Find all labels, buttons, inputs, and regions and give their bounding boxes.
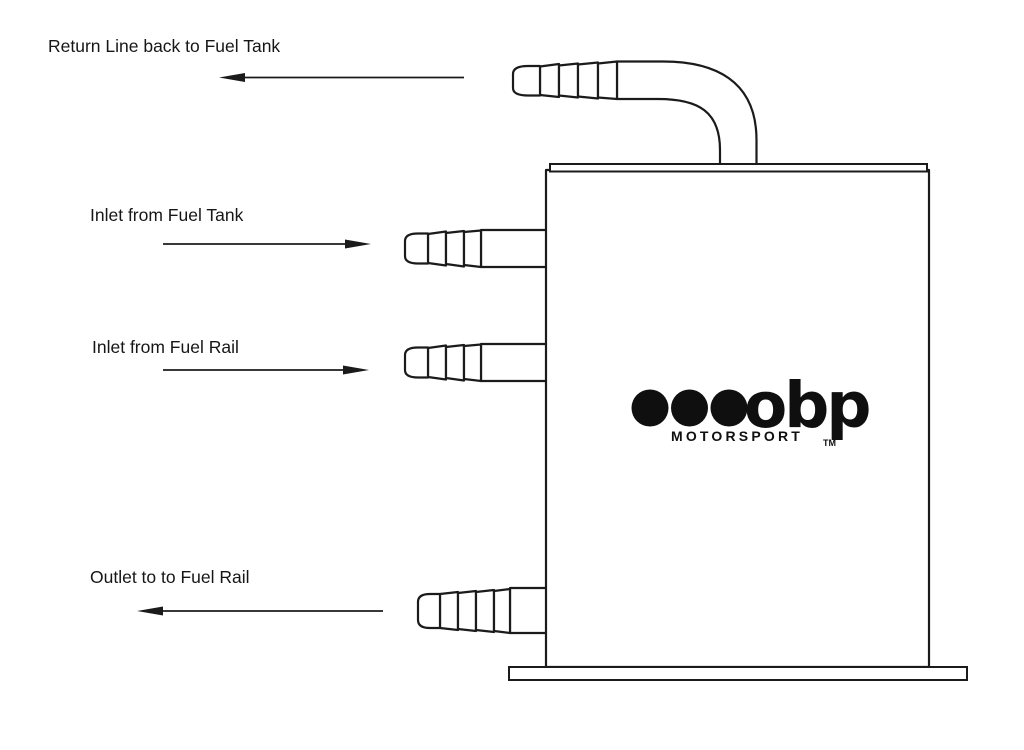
logo-subtitle-text: MOTORSPORT (671, 428, 803, 444)
logo-dot-icon (710, 389, 748, 427)
barb-shank (508, 586, 551, 635)
right-arrow-icon (343, 365, 369, 375)
outlet-fuel-rail-fitting-icon (416, 586, 551, 635)
barb-tip (416, 592, 442, 630)
barb-tip (511, 64, 542, 97)
annotation-inlet-fuel-tank: Inlet from Fuel Tank (90, 205, 371, 249)
inlet-fuel-rail-fitting-icon (403, 342, 551, 383)
logo-dot-icon (671, 389, 708, 427)
barb-ridge (438, 590, 460, 632)
inlet-fuel-tank-fitting-icon (403, 228, 551, 269)
barb-ridge (492, 587, 512, 635)
tank-lid (549, 163, 928, 173)
barb-ridge (444, 229, 466, 268)
barb-ridge (426, 344, 448, 381)
tank (508, 163, 968, 681)
logo-trademark-text: TM (823, 438, 836, 448)
inlet-fuel-rail-label: Inlet from Fuel Rail (92, 337, 239, 357)
annotation-inlet-fuel-rail: Inlet from Fuel Rail (92, 337, 369, 375)
barb-ridge (456, 589, 478, 633)
barb-tip (403, 346, 430, 379)
barb-ridge (557, 62, 580, 99)
outlet-fuel-rail-label: Outlet to to Fuel Rail (90, 567, 250, 587)
annotation-return-line: Return Line back to Fuel Tank (48, 36, 464, 82)
return-line-label: Return Line back to Fuel Tank (48, 36, 280, 56)
obp-logo: obp MOTORSPORT TM (631, 369, 872, 448)
barb-ridge (538, 62, 561, 99)
barb-ridge (596, 60, 619, 101)
left-arrow-icon (137, 606, 163, 616)
elbow-pipe (615, 60, 758, 170)
barb-tip (403, 232, 430, 265)
tank-base-flange (508, 666, 968, 681)
barb-shank (479, 342, 551, 383)
right-arrow-icon (345, 239, 371, 249)
left-arrow-icon (219, 73, 245, 82)
annotation-outlet-fuel-rail: Outlet to to Fuel Rail (90, 567, 383, 616)
return-port-fitting-icon (511, 60, 758, 170)
barb-ridge (462, 343, 483, 383)
barb-ridge (462, 229, 483, 269)
barb-ridge (426, 230, 448, 267)
barb-ridge (444, 343, 466, 382)
inlet-fuel-tank-label: Inlet from Fuel Tank (90, 205, 244, 225)
barb-ridge (576, 61, 600, 100)
barb-shank (479, 228, 551, 269)
barb-ridge (474, 588, 496, 634)
logo-dot-icon (631, 389, 669, 427)
logo-brand-text: obp (744, 369, 869, 442)
